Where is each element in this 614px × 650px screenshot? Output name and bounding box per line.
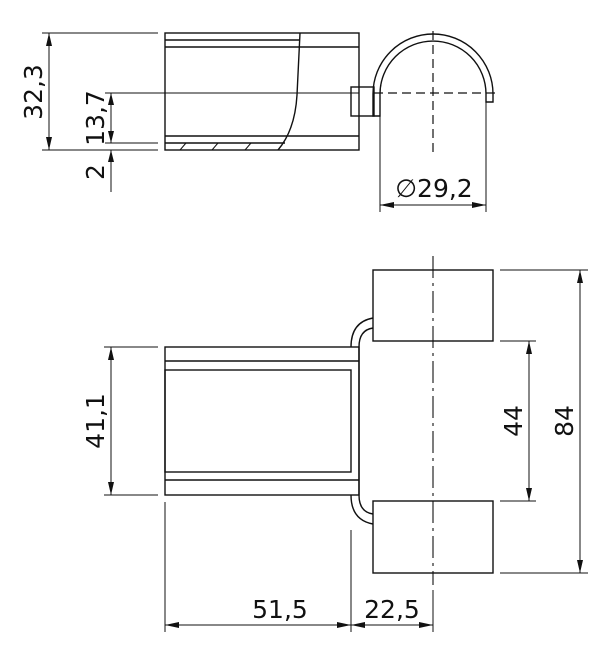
dim-body-height: 41,1 xyxy=(81,393,110,449)
dim-overall-width: 84 xyxy=(550,405,579,437)
dim-base-offset: 2 xyxy=(81,164,110,180)
front-view xyxy=(104,256,588,632)
dim-overall-height: 32,3 xyxy=(19,64,48,120)
dim-clip-length: 22,5 xyxy=(364,595,420,624)
dim-clip-diameter: ∅29,2 xyxy=(395,174,472,203)
body-outline xyxy=(164,32,360,151)
dim-center-height: 13,7 xyxy=(81,90,110,146)
top-view xyxy=(42,31,495,212)
dim-inner-gap: 44 xyxy=(499,405,528,437)
dim-body-length: 51,5 xyxy=(252,595,308,624)
